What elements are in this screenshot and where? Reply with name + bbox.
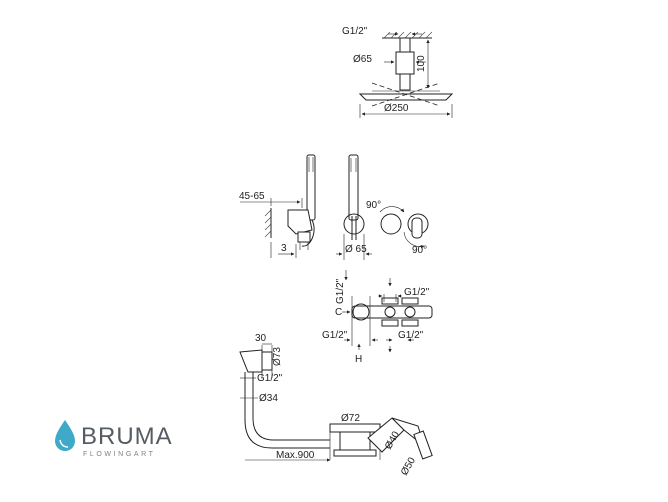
shower-arm-length-label: 100 [416, 55, 427, 72]
valve-cold-label: C [335, 307, 342, 318]
waste-pipe-label: Ø50 [399, 455, 418, 477]
brand-logo: BRUMA FLOWINGART [55, 420, 173, 458]
hand-shower-rosette-label: Ø 65 [345, 244, 367, 255]
hand-shower-projection-label: 45-65 [239, 191, 265, 202]
hand-shower-front-view: 90° 90° Ø 65 [336, 154, 429, 260]
valve-inlet-top-label: G1/2" [335, 278, 346, 304]
shower-head-drawing: G1/2" Ø65 100 Ø250 [342, 26, 454, 118]
shower-head-diameter-label: Ø250 [384, 103, 409, 114]
valve-inlet-left-label: G1/2" [322, 330, 348, 341]
filler-rosette-label: Ø73 [272, 347, 283, 366]
valve-hot-label: H [355, 354, 362, 365]
shower-arm-diameter-label: Ø65 [353, 54, 372, 65]
bath-filler-drawing: 30 Ø73 G1/2" Ø34 Max.900 Ø72 Ø40 Ø50 [239, 333, 433, 478]
filler-max-length-label: Max.900 [276, 450, 315, 461]
water-drop-icon [55, 420, 75, 451]
valve-outlet-top-label: G1/2" [404, 287, 430, 298]
brand-tagline: FLOWINGART [83, 451, 156, 458]
shower-thread-label: G1/2" [342, 26, 368, 37]
hand-shower-offset-label: 3 [281, 243, 287, 254]
valve-body-drawing: G1/2" C G1/2" G1/2" G1/2" H [322, 270, 433, 365]
valve-outlet-bottom-label: G1/2" [398, 330, 424, 341]
filler-depth-label: 30 [255, 333, 267, 344]
hand-shower-rotation-1-label: 90° [366, 200, 381, 211]
hand-shower-rotation-2-label: 90° [412, 245, 427, 256]
hand-shower-side-view: 45-65 3 [239, 154, 316, 258]
drain-diameter-label: Ø72 [341, 413, 360, 424]
brand-name: BRUMA [81, 423, 173, 450]
filler-thread-label: G1/2" [257, 373, 283, 384]
filler-pipe-diameter-label: Ø34 [259, 393, 278, 404]
